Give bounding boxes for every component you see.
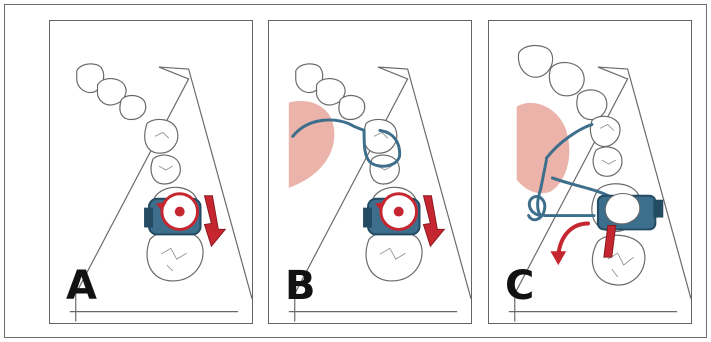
panel-a: A (49, 20, 253, 324)
rotation-arrow (558, 223, 588, 255)
panel-b: B (268, 20, 472, 324)
tooth-icon (590, 116, 619, 146)
force-arrow (423, 196, 444, 247)
center-dot (394, 207, 404, 217)
tooth-icon (120, 95, 146, 119)
tooth-icon (593, 147, 622, 176)
tooth-icon (592, 235, 644, 285)
panel-label: C (505, 266, 534, 306)
palatal-tissue (289, 101, 335, 188)
rotation-arrowhead (550, 251, 566, 265)
tooth-icon (549, 63, 584, 96)
tooth-icon (145, 119, 178, 153)
force-arrow (204, 196, 225, 247)
bracket-tab (144, 208, 153, 228)
bracket-tab (653, 200, 663, 218)
figure-frame: A (4, 4, 707, 338)
panel-label: B (285, 266, 316, 306)
center-dot (175, 207, 185, 217)
panel-label: A (66, 266, 97, 306)
bracket-tab (363, 208, 372, 228)
tooth-icon (577, 90, 607, 120)
rotation-appliance (550, 194, 663, 266)
tooth-icon (339, 95, 365, 119)
tooth-crown (605, 194, 639, 224)
tooth-icon (518, 45, 552, 77)
panel-c: C (488, 20, 692, 324)
